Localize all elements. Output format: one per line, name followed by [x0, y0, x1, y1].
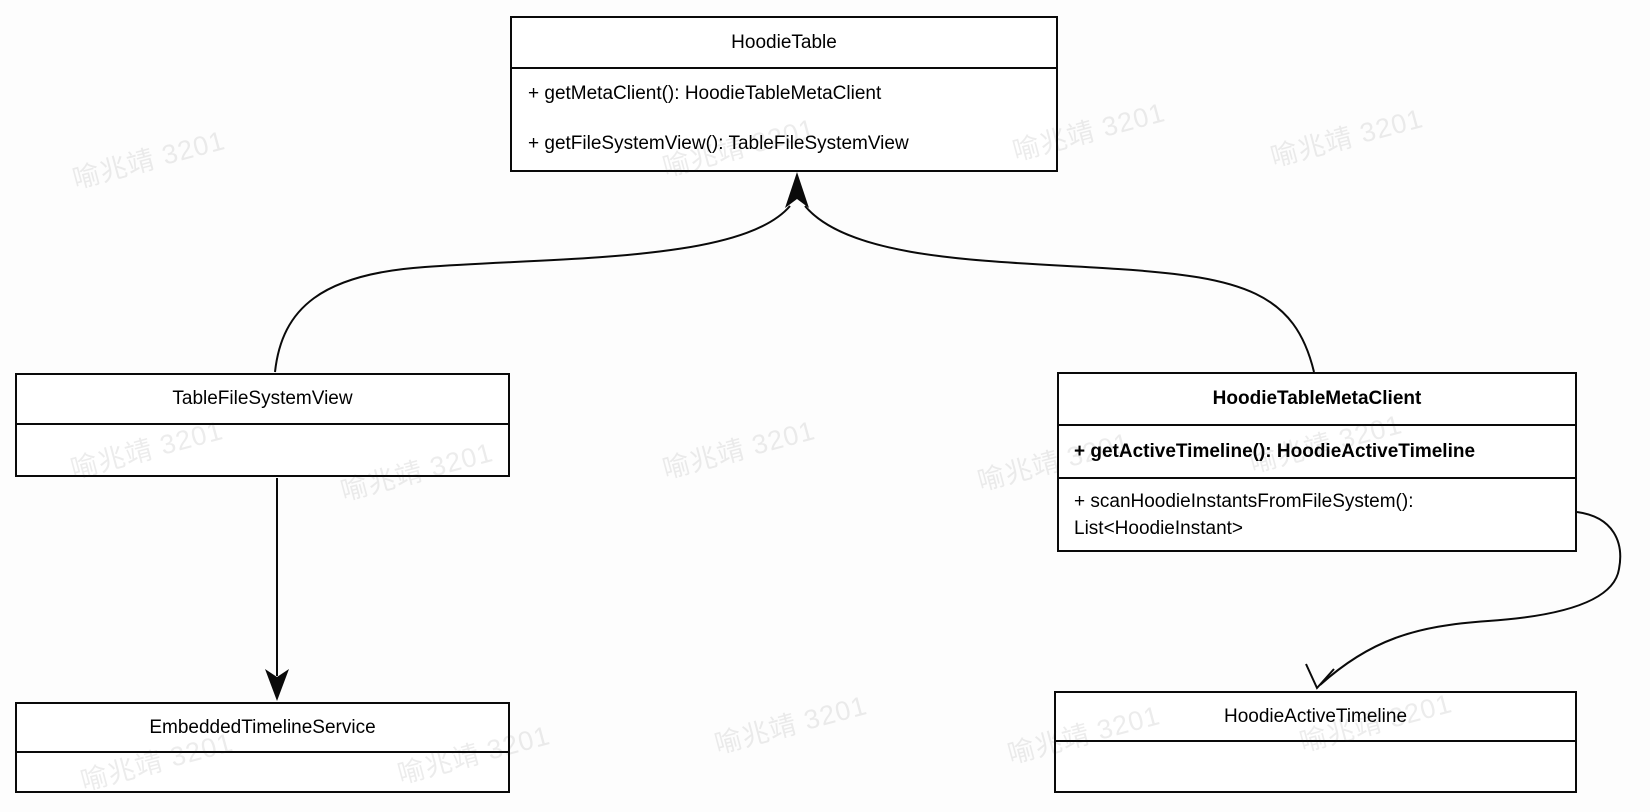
arrowhead-to-hoodieactivetimeline	[1305, 663, 1335, 690]
class-title-embeddedtimelineservice: EmbeddedTimelineService	[17, 704, 508, 753]
class-box-embeddedtimelineservice[interactable]: EmbeddedTimelineService	[15, 702, 510, 793]
edge-hoodietablemetaclient-to-hoodietable[interactable]	[804, 205, 1315, 373]
class-box-tablefilesystemview[interactable]: TableFileSystemView	[15, 373, 510, 477]
class-title-tablefilesystemview: TableFileSystemView	[17, 375, 508, 425]
methods-compartment-hoodietable: + getMetaClient(): HoodieTableMetaClient…	[512, 69, 1056, 169]
edge-tablefilesystemview-to-hoodietable[interactable]	[274, 205, 791, 373]
method-scanhoodieinstants: + scanHoodieInstantsFromFileSystem(): Li…	[1074, 491, 1414, 539]
class-title-hoodietable: HoodieTable	[512, 18, 1056, 69]
class-box-hoodieactivetimeline[interactable]: HoodieActiveTimeline	[1054, 691, 1577, 793]
method-getmetaclient: + getMetaClient(): HoodieTableMetaClient	[528, 83, 882, 104]
methods-compartment-2-hoodietablemetaclient: + scanHoodieInstantsFromFileSystem(): Li…	[1059, 479, 1575, 542]
arrowhead-to-hoodietable	[785, 172, 809, 208]
method-getfilesystemview: + getFileSystemView(): TableFileSystemVi…	[528, 133, 909, 154]
class-title-hoodieactivetimeline: HoodieActiveTimeline	[1056, 693, 1575, 742]
class-title-hoodietablemetaclient: HoodieTableMetaClient	[1059, 374, 1575, 426]
class-box-hoodietablemetaclient[interactable]: HoodieTableMetaClient + getActiveTimelin…	[1057, 372, 1577, 552]
method-getactivetimeline: + getActiveTimeline(): HoodieActiveTimel…	[1074, 440, 1476, 462]
methods-compartment-1-hoodietablemetaclient: + getActiveTimeline(): HoodieActiveTimel…	[1059, 426, 1575, 479]
empty-compartment-tablefilesystemview	[17, 425, 508, 475]
arrowhead-to-embeddedtimelineservice	[265, 669, 289, 701]
class-box-hoodietable[interactable]: HoodieTable + getMetaClient(): HoodieTab…	[510, 16, 1058, 172]
edge-hoodietablemetaclient-to-hoodieactivetimeline[interactable]	[1319, 511, 1622, 686]
